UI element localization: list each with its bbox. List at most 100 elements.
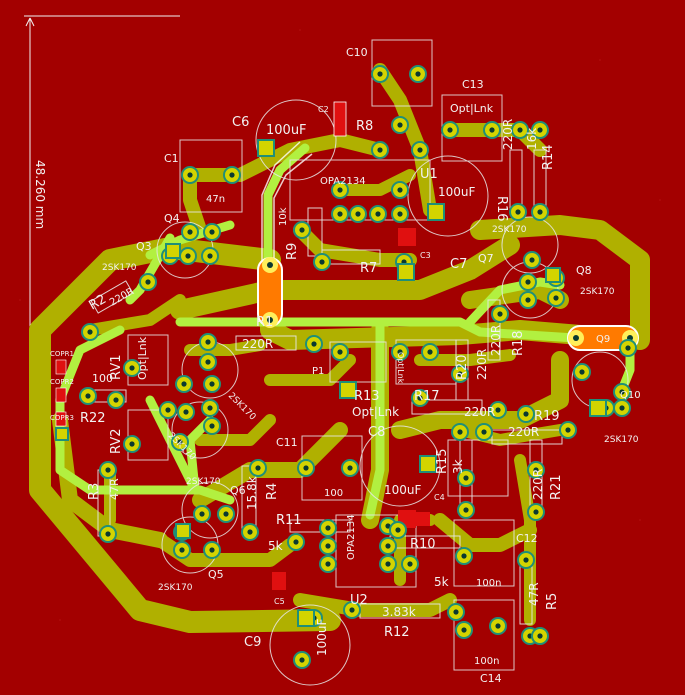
label-R15-val: 3k xyxy=(451,459,465,474)
pad-drill-hole xyxy=(407,561,413,567)
pad-drill-hole xyxy=(463,475,469,481)
pad-drill-hole xyxy=(205,359,211,365)
label-P1: P1 xyxy=(312,366,324,377)
label-R1-val: 220R xyxy=(242,337,273,351)
pad-drill-hole xyxy=(397,349,403,355)
label-R13: R13 xyxy=(354,389,380,404)
pad-drill-hole xyxy=(417,147,423,153)
pad-drill-hole xyxy=(579,369,585,375)
label-R16: R16 xyxy=(494,196,509,222)
pad-drill-hole xyxy=(209,423,215,429)
label-R4-val: 15.8k xyxy=(245,476,259,510)
label-R15: R15 xyxy=(435,448,450,474)
pad-drill-hole xyxy=(209,547,215,553)
pad-drill-hole xyxy=(417,395,423,401)
label-C12-val: 100n xyxy=(476,578,501,589)
label-R9: R9 xyxy=(285,243,300,260)
label-C11: C11 xyxy=(276,436,298,449)
pad-drill-hole xyxy=(625,345,631,351)
label-C7-val: 100uF xyxy=(438,185,476,199)
label-Q8-part: 2SK170 xyxy=(580,287,615,297)
pad-drill-hole xyxy=(481,429,487,435)
pad-drill-hole xyxy=(299,657,305,663)
square-pads[interactable] xyxy=(55,139,607,627)
pad-drill-hole xyxy=(533,509,539,515)
label-R5-val: 47R xyxy=(527,582,541,606)
label-R12-val: 3.83k xyxy=(382,605,416,619)
pad-drill-hole xyxy=(395,527,401,533)
pad-drill-hole xyxy=(461,627,467,633)
pad-drill-hole xyxy=(385,523,391,529)
label-opt-mid: Opt|Lnk xyxy=(352,405,399,419)
label-R21-val: 220R xyxy=(531,469,545,500)
label-Q3: Q3 xyxy=(136,240,152,253)
label-R2: R2 xyxy=(87,292,109,314)
label-R17: R17 xyxy=(414,389,440,404)
label-Q9: Q9 xyxy=(596,334,610,345)
through-hole-pads[interactable] xyxy=(79,65,637,669)
label-R8: R8 xyxy=(356,119,373,134)
pad-drill-hole xyxy=(303,465,309,471)
pad-drill-hole xyxy=(209,229,215,235)
pad-drill-hole xyxy=(247,529,253,535)
pad-drill-hole xyxy=(207,253,213,259)
label-R7: R7 xyxy=(360,261,377,276)
pad-drill-hole xyxy=(165,407,171,413)
selected-outline xyxy=(261,141,313,262)
label-Q10: Q10 xyxy=(620,390,641,401)
pad-drill-hole xyxy=(537,633,543,639)
label-COPR3: COPR3 xyxy=(50,414,74,422)
pad-drill-hole xyxy=(105,467,111,473)
pad-drill-hole xyxy=(375,211,381,217)
pad-drill-hole xyxy=(457,371,463,377)
pad-drill-hole xyxy=(223,511,229,517)
pad-drill-hole xyxy=(177,439,183,445)
pad-drill-hole xyxy=(209,381,215,387)
pad-drill-hole xyxy=(537,127,543,133)
label-C9-val: 100uF xyxy=(315,618,329,656)
pad-drill-hole xyxy=(349,607,355,613)
pad-drill-hole xyxy=(427,349,433,355)
label-R21: R21 xyxy=(549,474,564,500)
label-C14: C14 xyxy=(480,672,502,685)
pad-drill-hole xyxy=(463,507,469,513)
pad-drill-hole xyxy=(447,127,453,133)
pad-drill-hole xyxy=(207,405,213,411)
pad-drill-hole xyxy=(495,407,501,413)
label-RV2: RV2 xyxy=(109,429,124,455)
smd-parts[interactable] xyxy=(55,101,430,590)
label-RV1: RV1 xyxy=(109,355,124,381)
label-opt-top: Opt|Lnk xyxy=(450,102,494,115)
pad-drill-hole xyxy=(311,341,317,347)
label-C1: C1 xyxy=(164,152,179,165)
pad-drill-hole xyxy=(299,227,305,233)
pad-drill-hole xyxy=(377,71,383,77)
label-C4: C4 xyxy=(434,493,445,502)
label-R19-val: 220R xyxy=(508,425,539,439)
pad-drill-hole xyxy=(415,71,421,77)
label-R5: R5 xyxy=(545,593,560,610)
label-R11-val: 5k xyxy=(268,539,283,553)
pad-drill-hole xyxy=(85,393,91,399)
pad-drill-hole xyxy=(337,211,343,217)
label-R14-val: 16k xyxy=(525,128,539,150)
pad-drill-hole xyxy=(199,511,205,517)
pad-drill-hole xyxy=(523,411,529,417)
pad-drill-hole xyxy=(489,127,495,133)
pad-drill-hole xyxy=(619,405,625,411)
pad-drill-hole xyxy=(129,441,135,447)
pad-drill-hole xyxy=(337,187,343,193)
dimension-label: 48.260 mm xyxy=(33,160,47,229)
label-C10: C10 xyxy=(346,46,368,59)
label-opt1: Opt|Lnk xyxy=(136,336,149,380)
label-C13: C13 xyxy=(462,78,484,91)
label-U1: U1 xyxy=(420,167,438,182)
pad-drill-hole xyxy=(229,172,235,178)
pad-drill-hole xyxy=(553,295,559,301)
pad-drill-hole xyxy=(337,349,343,355)
pad-drill-hole xyxy=(187,172,193,178)
label-C3: C3 xyxy=(420,251,431,260)
pad-drill-hole xyxy=(129,365,135,371)
label-Q7-part: 2SK170 xyxy=(492,225,527,235)
